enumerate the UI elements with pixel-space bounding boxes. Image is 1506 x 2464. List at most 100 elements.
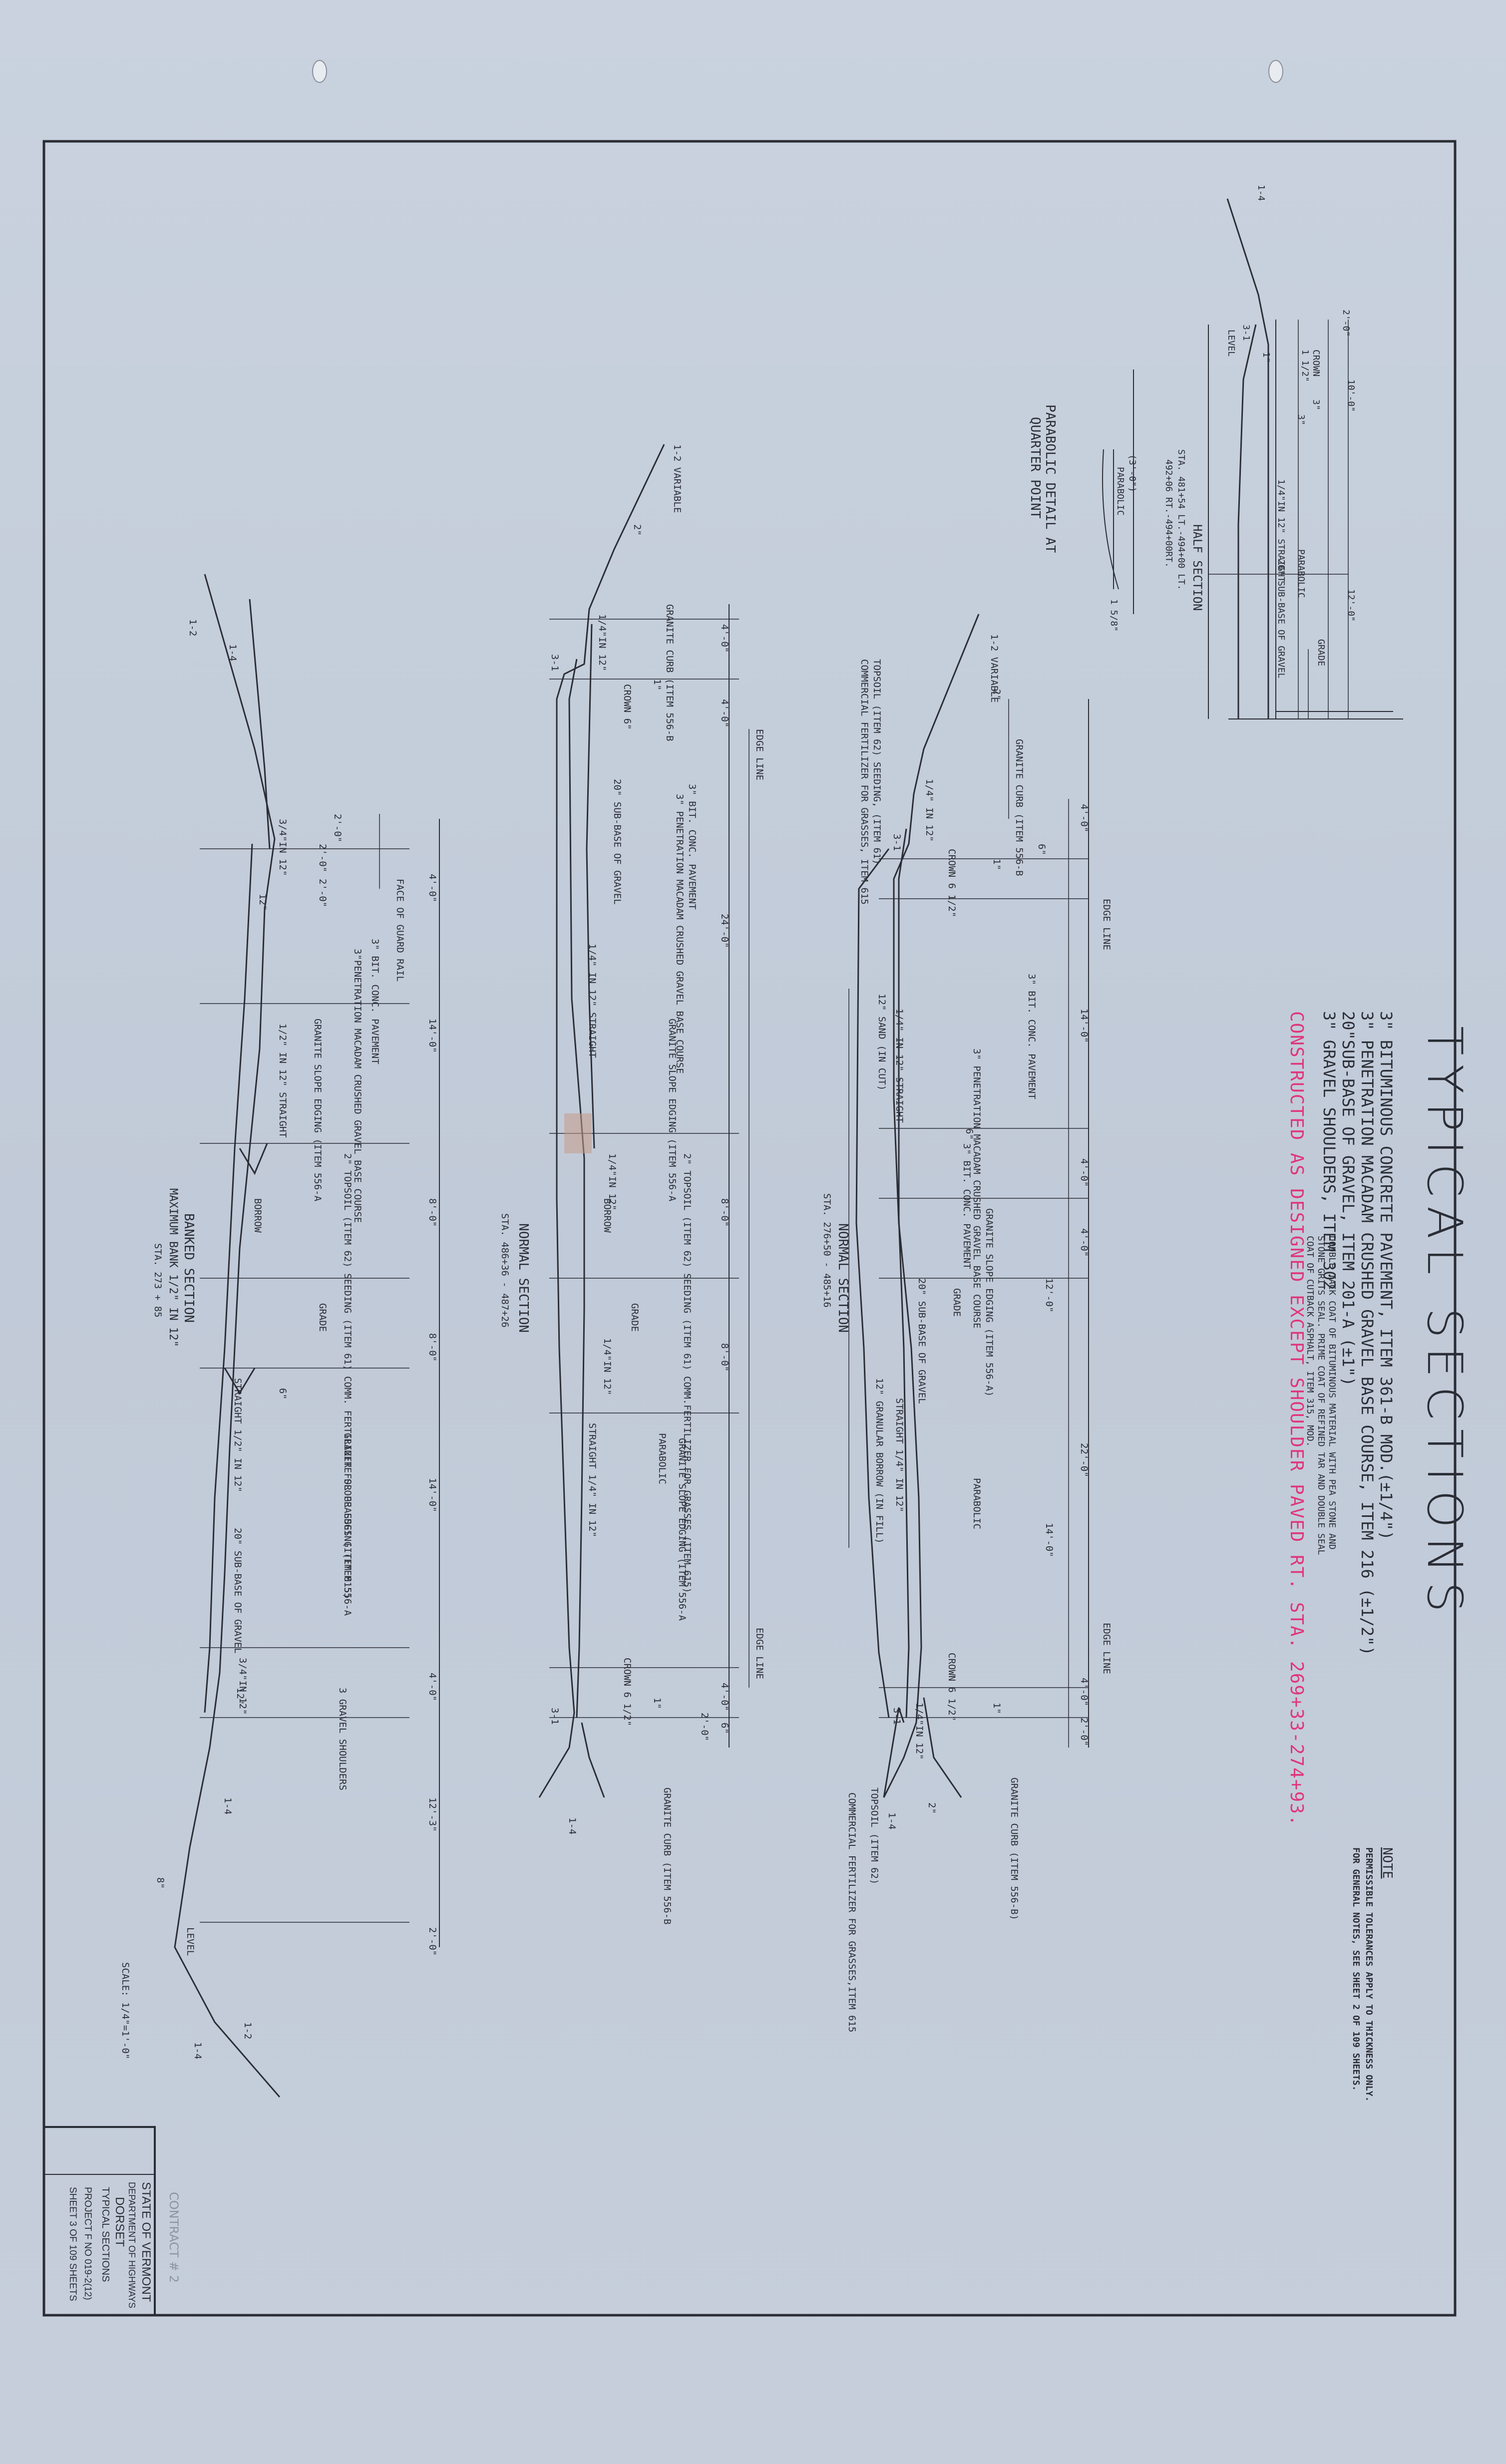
level-label: LEVEL [185, 1927, 196, 1956]
parabolic-label: PARABOLIC [971, 1478, 982, 1529]
base-course-label: 3" PENETRATION MACADAM CRUSHED GRAVEL BA… [674, 794, 685, 1074]
dimension: 12" [235, 1688, 246, 1705]
dimension: 2'-0" [1079, 1718, 1090, 1746]
slope-label: 3-1 [891, 834, 902, 851]
dimension: 8" [155, 1877, 166, 1889]
note-heading: NOTE [1380, 1847, 1395, 1879]
dimension: 10'-0" [1346, 379, 1356, 412]
title-block [43, 2126, 156, 2316]
dimension: 3" [1311, 399, 1321, 410]
crown-label: CROWN 6" [622, 684, 633, 730]
grade-label: GRADE [1316, 639, 1326, 666]
slope-label: 1/4"IN 12" [602, 1338, 613, 1395]
dimension: 2" [991, 689, 1002, 701]
dimension: 8'-0" [719, 1198, 730, 1227]
dimension: 12'-3" [427, 1797, 438, 1832]
dimension: 4'-0" [427, 874, 438, 902]
section-station: STA. 486+36 - 487+26 [499, 1213, 510, 1328]
dimension: 8'-0" [719, 1343, 730, 1372]
section-bottom-drawing [174, 574, 440, 2098]
half-section-title: HALF SECTION [1190, 524, 1204, 611]
slope-label: 1/4" IN 12" [924, 779, 935, 842]
title-block-line: SHEET 3 OF 109 SHEETS [67, 2187, 78, 2301]
dimension: 8'-0" [427, 1333, 438, 1362]
pavement-label: 3" BIT. CONC. PAVEMENT [961, 1143, 972, 1269]
material-line: 3" GRAVEL SHOULDERS, ITEM 302 [1320, 1011, 1339, 1290]
dimension: 1" [991, 1703, 1002, 1714]
slope-label: 1/4"IN 12" [914, 1703, 925, 1760]
parabolic-detail [1102, 369, 1134, 614]
dimension: 2'-0" [427, 1927, 438, 1956]
dimension: 4'-0" [1079, 804, 1090, 832]
slope-label: 1/4"IN 12" [597, 614, 608, 671]
dimension: 2'-0" [699, 1713, 710, 1741]
dimension: 3" [1296, 414, 1306, 425]
title-block-line: STATE OF VERMONT [139, 2182, 153, 2302]
edge-line-label: EDGE LINE [1101, 899, 1112, 950]
slope-label: 1-2 [187, 619, 198, 636]
dimension: 2'-0" [317, 844, 328, 872]
edging-label: GRANITE SLOPE EDGING (ITEM 556-A [677, 1438, 688, 1621]
fertilizer-label: COMMERCIAL FERTILIZER FOR GRASSES, ITEM … [859, 659, 870, 905]
dimension: 6" [964, 1128, 975, 1140]
curb-label: GRANITE CURB (ITEM 556-B [1014, 739, 1025, 876]
borrow-label: 12" GRANULAR BORROW (IN FILL) [874, 1378, 885, 1544]
slope-label: STRAIGHT 1/4" IN 12" [894, 1398, 905, 1512]
slope-label: 1/2" IN 12" STRAIGHT [277, 1024, 288, 1138]
crown-label: CROWN 6 1/2" [946, 849, 957, 917]
subbase-label: 20" SUB-BASE OF GRAVEL [1276, 559, 1286, 679]
curb-label: GRANITE CURB (ITEM 556-B) [1009, 1777, 1020, 1920]
crown-label: CROWN 6 1/2" [946, 1653, 957, 1721]
material-line: 20"SUB-BASE OF GRAVEL, ITEM 201-A (±1") [1339, 1011, 1358, 1386]
shoulders-label: 3 GRAVEL SHOULDERS [337, 1688, 348, 1790]
slope-label: 3-1 [1241, 325, 1251, 341]
dimension: 12" [257, 894, 268, 911]
slope-label: 3-1 [549, 654, 560, 671]
dimension: 6" [1036, 844, 1047, 855]
edging-label: GRANITE SLOPE EDGING (ITEM 556-A [312, 1019, 323, 1202]
section-title: NORMAL SECTION [835, 1223, 850, 1333]
title-block-line: DEPARTMENT OF HIGHWAYS [127, 2182, 137, 2308]
parabolic-label: PARABOLIC [1296, 549, 1306, 598]
sand-label: 12" SAND (IN CUT) [876, 994, 887, 1090]
dimension: 4'-0" [1079, 1158, 1090, 1187]
fertilizer-label: COMMERCIAL FERTILIZER FOR GRASSES,ITEM 6… [846, 1792, 857, 2032]
slope-label: 3/4"IN 12" [277, 819, 288, 876]
section-station: STA. 276+50 - 485+16 [821, 1193, 832, 1308]
topsoil-label: 2" TOPSOIL (ITEM 62) SEEDING (ITEM 61) C… [682, 1153, 693, 1593]
dimension: 14'-0" [427, 1478, 438, 1512]
dimension: 1" [652, 1698, 663, 1709]
dimension: 14'-0" [427, 1019, 438, 1053]
section-station: STA. 273 + 85 [152, 1243, 163, 1318]
dimension: 4'-0" [719, 1683, 730, 1711]
dimension: 24'-0" [719, 914, 730, 948]
station-label: 492+06 RT.-494+00RT. [1163, 459, 1174, 568]
slope-label: 1-4 [222, 1797, 233, 1814]
dimension: 6" [719, 1723, 730, 1734]
dimension: 1" [991, 859, 1002, 870]
crown-label: CROWN 6 1/2" [622, 1658, 633, 1726]
dimension: 4'-0" [719, 624, 730, 653]
parabolic-label: PARABOLIC [657, 1433, 668, 1484]
dimension: 4'-0" [719, 699, 730, 727]
section-subtitle: MAXIMUM BANK 1/2" IN 12" [167, 1188, 179, 1347]
parabolic-label: PARABOLIC [1115, 467, 1126, 516]
slope-label: 3/4"IN 12" [237, 1658, 248, 1715]
slope-label: 1-2 [242, 2022, 253, 2039]
dimension: (3'-0") [1127, 454, 1137, 492]
curb-label: GRANITE CURB (ITEM 556-B [662, 1787, 673, 1925]
title-block-line: DORSET [113, 2197, 126, 2247]
grade-label: GRADE [317, 1303, 328, 1332]
dimension: 12'-0" [1346, 589, 1356, 622]
dimension: 12'-0" [1044, 1278, 1055, 1313]
subbase-label: 20" SUB-BASE OF GRAVEL [916, 1278, 927, 1404]
material-line: 3" BITUMINOUS CONCRETE PAVEMENT, ITEM 36… [1377, 1011, 1396, 1540]
slope-label: 1/4"IN 12" [607, 1153, 618, 1210]
slope-label: 1-4 [1256, 185, 1266, 201]
punch-hole [1268, 60, 1283, 83]
slope-label: 1-4 [192, 2042, 203, 2059]
slope-label: STRAIGHT 1/4" IN 12" [587, 1423, 598, 1537]
subbase-label: 20" SUB-BASE OF GRAVEL [232, 1528, 243, 1654]
dimension: 14'-0" [1044, 1523, 1055, 1557]
